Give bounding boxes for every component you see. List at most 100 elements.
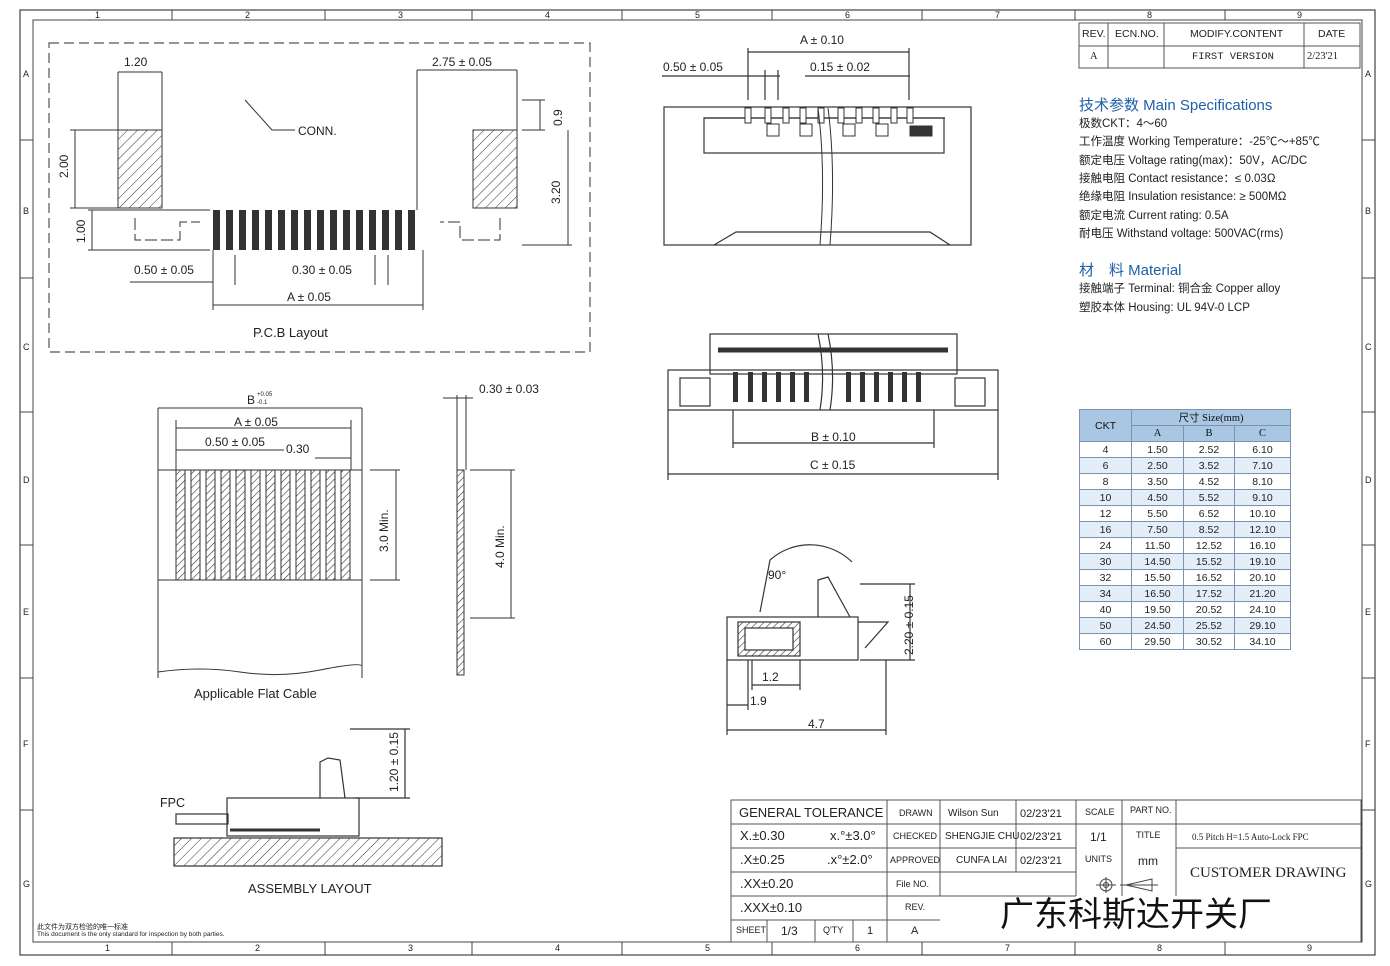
table-cell: 6.10 bbox=[1234, 441, 1291, 458]
tb-customer-drawing: CUSTOMER DRAWING bbox=[1190, 865, 1347, 881]
front-dim-c: C ± 0.15 bbox=[810, 458, 856, 472]
top-dim-050: 0.50 ± 0.05 bbox=[663, 60, 723, 74]
tb-tol-xxxx: .XXX±0.10 bbox=[740, 900, 803, 915]
pcb-conn-label: CONN. bbox=[298, 124, 337, 138]
tb-drawn-label: DRAWN bbox=[899, 808, 933, 818]
border-row-g-right: G bbox=[1365, 879, 1373, 889]
rev-header-date: DATE bbox=[1318, 28, 1346, 40]
pcb-layout-label: P.C.B Layout bbox=[253, 325, 328, 340]
table-cell: 4.52 bbox=[1183, 473, 1235, 490]
border-row-d: D bbox=[23, 475, 30, 485]
frame-ticks bbox=[20, 10, 1375, 955]
table-cell: 15.52 bbox=[1183, 553, 1235, 570]
table-cell: 29.50 bbox=[1131, 633, 1184, 650]
spec-line-6: 额定电流 Current rating: 0.5A bbox=[1079, 210, 1229, 222]
tb-checked-label: CHECKED bbox=[893, 831, 938, 841]
table-cell: 16.52 bbox=[1183, 569, 1235, 586]
table-cell: 29.10 bbox=[1234, 617, 1291, 634]
border-row-a-right: A bbox=[1365, 69, 1372, 79]
table-cell: 60 bbox=[1079, 633, 1132, 650]
table-cell: 12.52 bbox=[1183, 537, 1235, 554]
table-cell: 5.52 bbox=[1183, 489, 1235, 506]
pcb-outline bbox=[70, 69, 572, 310]
table-cell: 20.52 bbox=[1183, 601, 1235, 618]
table-cell: 10.10 bbox=[1234, 505, 1291, 522]
size-table-col-c: C bbox=[1234, 425, 1291, 442]
table-cell: 6.52 bbox=[1183, 505, 1235, 522]
border-col-4-bottom: 4 bbox=[555, 943, 561, 953]
border-row-d-right: D bbox=[1365, 475, 1372, 485]
top-dim-a: A ± 0.10 bbox=[800, 33, 844, 47]
cable-dim-b-tol-up: +0.05 bbox=[257, 392, 273, 398]
border-col-8-bottom: 8 bbox=[1157, 943, 1163, 953]
side-dim-angle: 90° bbox=[768, 568, 787, 582]
table-cell: 16 bbox=[1079, 521, 1132, 538]
border-col-8: 8 bbox=[1147, 10, 1153, 20]
rev-header-modify: MODIFY.CONTENT bbox=[1190, 28, 1284, 40]
table-cell: 10 bbox=[1079, 489, 1132, 506]
size-table-ckt-header: CKT bbox=[1079, 409, 1132, 442]
table-cell: 24.10 bbox=[1234, 601, 1291, 618]
border-col-1-bottom: 1 bbox=[105, 943, 111, 953]
border-col-7: 7 bbox=[995, 10, 1001, 20]
table-cell: 34 bbox=[1079, 585, 1132, 602]
border-col-6: 6 bbox=[845, 10, 851, 20]
border-col-9: 9 bbox=[1297, 10, 1303, 20]
tb-drawn-date: 02/23'21 bbox=[1020, 808, 1062, 820]
table-cell: 11.50 bbox=[1131, 537, 1184, 554]
material-line-1: 接触端子 Terminal: 铜合金 Copper alloy bbox=[1079, 283, 1281, 295]
tb-scale-label: SCALE bbox=[1085, 807, 1115, 817]
table-cell: 8.10 bbox=[1234, 473, 1291, 490]
size-table-col-b: B bbox=[1183, 425, 1235, 442]
pcb-pads bbox=[213, 210, 415, 250]
border-row-a: A bbox=[23, 69, 30, 79]
table-cell: 16.50 bbox=[1131, 585, 1184, 602]
tb-scale-value: 1/1 bbox=[1090, 830, 1107, 844]
tb-approved-name: CUNFA LAI bbox=[956, 855, 1008, 866]
table-cell: 12 bbox=[1079, 505, 1132, 522]
table-cell: 40 bbox=[1079, 601, 1132, 618]
pcb-dim-09: 0.9 bbox=[551, 109, 565, 126]
side-dim-19: 1.9 bbox=[750, 694, 767, 708]
pcb-dim-050: 0.50 ± 0.05 bbox=[134, 263, 194, 277]
material-title: 材 料 Material bbox=[1079, 262, 1182, 279]
tb-units-label: UNITS bbox=[1085, 854, 1112, 864]
table-cell: 12.10 bbox=[1234, 521, 1291, 538]
border-col-5-bottom: 5 bbox=[705, 943, 711, 953]
footnote-cn: 此文件为双方检验的唯一标准 bbox=[37, 924, 128, 931]
cable-dim-b: B bbox=[247, 393, 256, 407]
border-col-1: 1 bbox=[95, 10, 101, 20]
side-dim-220: 2.20 ± 0.15 bbox=[902, 595, 916, 655]
table-cell: 34.10 bbox=[1234, 633, 1291, 650]
front-dim-b: B ± 0.10 bbox=[811, 430, 856, 444]
cable-side bbox=[443, 395, 515, 676]
spec-line-4: 接触电阻 Contact resistance：≤ 0.03Ω bbox=[1079, 173, 1276, 185]
cable-dim-b-tol-dn: -0.1 bbox=[257, 400, 268, 406]
tb-qty-value: 1 bbox=[867, 925, 874, 937]
table-cell: 24 bbox=[1079, 537, 1132, 554]
border-row-f-right: F bbox=[1365, 739, 1371, 749]
tb-tol-x: X.±0.30 bbox=[740, 828, 785, 843]
table-cell: 25.52 bbox=[1183, 617, 1235, 634]
cable-dim-40min: 4.0 Min. bbox=[493, 525, 507, 568]
cable-dim-30min: 3.0 Min. bbox=[377, 509, 391, 552]
specs-title: 技术参数 Main Specifications bbox=[1079, 97, 1273, 114]
border-row-e: E bbox=[23, 607, 30, 617]
spec-line-2: 工作温度 Working Temperature：-25℃～+85℃ bbox=[1079, 136, 1320, 148]
tb-checked-date: 02/23'21 bbox=[1020, 831, 1062, 843]
border-row-b: B bbox=[23, 206, 30, 216]
assembly-layout bbox=[173, 728, 443, 867]
rev-row-content: FIRST VERSION bbox=[1192, 51, 1274, 63]
size-table-group-header: 尺寸 Size(mm) bbox=[1131, 409, 1291, 426]
footnote-en: This document is the only standard for i… bbox=[37, 931, 225, 938]
border-col-3: 3 bbox=[398, 10, 404, 20]
table-cell: 8.52 bbox=[1183, 521, 1235, 538]
side-dim-47: 4.7 bbox=[808, 717, 825, 731]
top-dim-015: 0.15 ± 0.02 bbox=[810, 60, 870, 74]
material-line-2: 塑胶本体 Housing: UL 94V-0 LCP bbox=[1079, 302, 1250, 314]
